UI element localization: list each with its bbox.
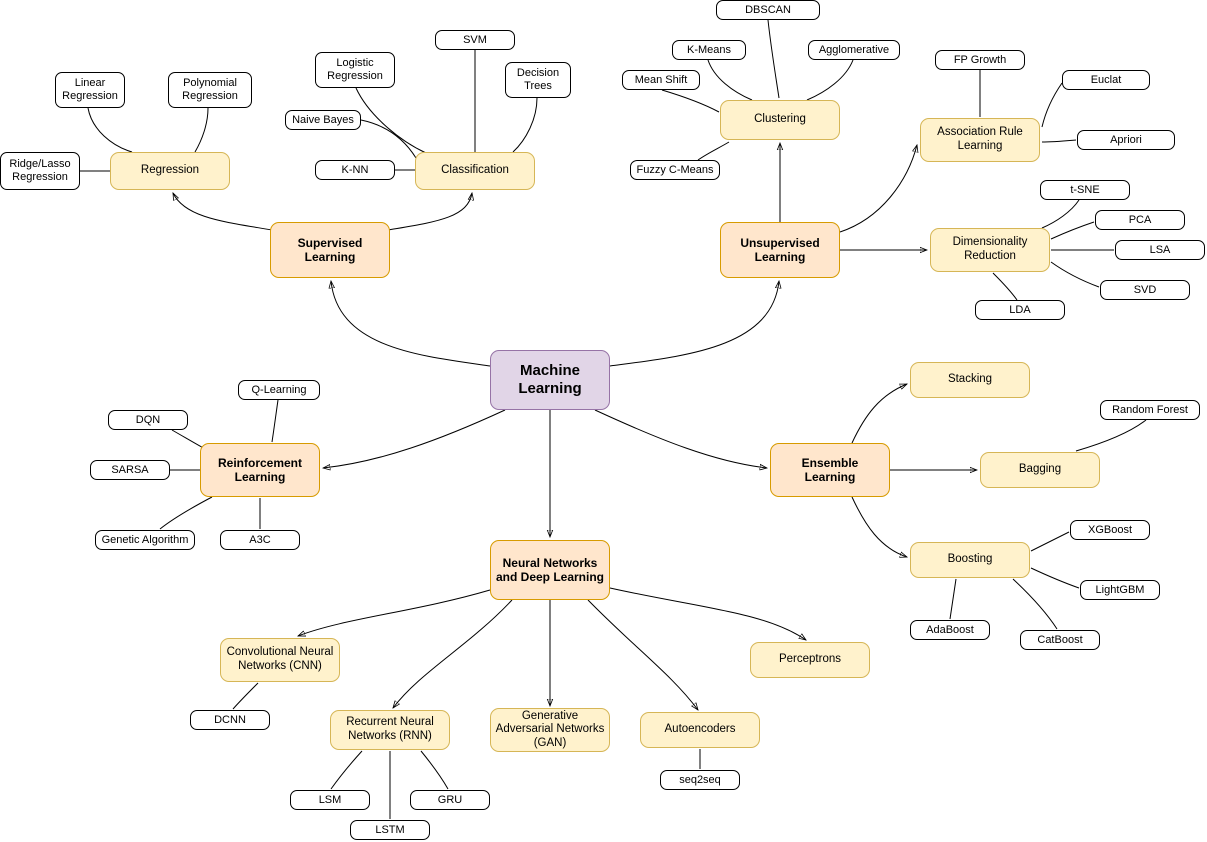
- node-tsne[interactable]: t-SNE: [1040, 180, 1130, 200]
- edge-ml-reinforcement: [323, 409, 506, 468]
- node-agglomerative[interactable]: Agglomerative: [808, 40, 900, 60]
- node-dbscan[interactable]: DBSCAN: [716, 0, 820, 20]
- node-seq2seq[interactable]: seq2seq: [660, 770, 740, 790]
- node-gru[interactable]: GRU: [410, 790, 490, 810]
- edge-classification-naivebayes: [360, 119, 417, 159]
- edge-ml-unsupervised: [609, 281, 779, 367]
- edge-classification-decisiontrees: [512, 97, 538, 153]
- edge-neural-cnn: [298, 589, 491, 637]
- node-genetic-algorithm[interactable]: Genetic Algorithm: [95, 530, 195, 550]
- edge-dimred-lda: [992, 272, 1018, 301]
- edge-dimred-tsne: [1041, 199, 1080, 229]
- node-regression[interactable]: Regression: [110, 152, 230, 190]
- edge-ensemble-boosting: [851, 496, 907, 557]
- node-apriori[interactable]: Apriori: [1077, 130, 1175, 150]
- node-clustering[interactable]: Clustering: [720, 100, 840, 140]
- edge-clustering-fuzzycmeans: [697, 141, 730, 161]
- edge-ensemble-stacking: [851, 383, 907, 444]
- node-cnn[interactable]: Convolutional Neural Networks (CNN): [220, 638, 340, 682]
- node-lsm[interactable]: LSM: [290, 790, 370, 810]
- edge-cnn-dcnn: [232, 682, 259, 710]
- node-lda[interactable]: LDA: [975, 300, 1065, 320]
- node-lightgbm[interactable]: LightGBM: [1080, 580, 1160, 600]
- node-svd[interactable]: SVD: [1100, 280, 1190, 300]
- node-autoencoders[interactable]: Autoencoders: [640, 712, 760, 748]
- node-dcnn[interactable]: DCNN: [190, 710, 270, 730]
- edge-boosting-catboost: [1012, 578, 1058, 630]
- node-random-forest[interactable]: Random Forest: [1100, 400, 1200, 420]
- edge-association-apriori: [1041, 139, 1077, 143]
- node-dimensionality-reduction[interactable]: Dimensionality Reduction: [930, 228, 1050, 272]
- node-classification[interactable]: Classification: [415, 152, 535, 190]
- node-boosting[interactable]: Boosting: [910, 542, 1030, 578]
- node-fp-growth[interactable]: FP Growth: [935, 50, 1025, 70]
- edge-clustering-agglomerative: [806, 59, 854, 101]
- node-stacking[interactable]: Stacking: [910, 362, 1030, 398]
- edge-supervised-classification: [387, 193, 472, 231]
- node-xgboost[interactable]: XGBoost: [1070, 520, 1150, 540]
- edge-unsupervised-association: [839, 145, 917, 233]
- edge-bagging-randomforest: [1075, 419, 1147, 452]
- node-pca[interactable]: PCA: [1095, 210, 1185, 230]
- node-ensemble-learning[interactable]: Ensemble Learning: [770, 443, 890, 497]
- node-supervised-learning[interactable]: Supervised Learning: [270, 222, 390, 278]
- edge-rnn-gru: [420, 750, 449, 790]
- node-polynomial-regression[interactable]: Polynomial Regression: [168, 72, 252, 108]
- node-knn[interactable]: K-NN: [315, 160, 395, 180]
- node-bagging[interactable]: Bagging: [980, 452, 1100, 488]
- node-euclat[interactable]: Euclat: [1062, 70, 1150, 90]
- edge-reinforcement-qlearning: [271, 399, 279, 443]
- edge-dimred-svd: [1050, 261, 1100, 288]
- node-svm[interactable]: SVM: [435, 30, 515, 50]
- node-perceptrons[interactable]: Perceptrons: [750, 642, 870, 678]
- edge-association-euclat: [1041, 82, 1063, 128]
- edge-dimred-pca: [1050, 221, 1095, 240]
- edge-rnn-lsm: [330, 750, 363, 790]
- node-association-rule-learning[interactable]: Association Rule Learning: [920, 118, 1040, 162]
- node-linear-regression[interactable]: Linear Regression: [55, 72, 125, 108]
- edge-boosting-xgboost: [1030, 531, 1070, 552]
- edge-ml-ensemble: [594, 409, 767, 468]
- node-unsupervised-learning[interactable]: Unsupervised Learning: [720, 222, 840, 278]
- node-dqn[interactable]: DQN: [108, 410, 188, 430]
- edge-classification-logistic: [355, 87, 427, 154]
- edge-boosting-adaboost: [949, 578, 957, 620]
- node-lsa[interactable]: LSA: [1115, 240, 1205, 260]
- edge-neural-perceptrons: [609, 587, 806, 640]
- node-catboost[interactable]: CatBoost: [1020, 630, 1100, 650]
- edge-supervised-regression: [173, 193, 273, 231]
- node-sarsa[interactable]: SARSA: [90, 460, 170, 480]
- node-logistic-regression[interactable]: Logistic Regression: [315, 52, 395, 88]
- node-ridge-lasso-regression[interactable]: Ridge/Lasso Regression: [0, 152, 80, 190]
- node-gan[interactable]: Generative Adversarial Networks (GAN): [490, 708, 610, 752]
- node-qlearning[interactable]: Q-Learning: [238, 380, 320, 400]
- node-lstm[interactable]: LSTM: [350, 820, 430, 840]
- node-rnn[interactable]: Recurrent Neural Networks (RNN): [330, 710, 450, 750]
- node-decision-trees[interactable]: Decision Trees: [505, 62, 571, 98]
- edge-neural-autoencoders: [587, 599, 698, 710]
- node-reinforcement-learning[interactable]: Reinforcement Learning: [200, 443, 320, 497]
- edge-clustering-kmeans: [707, 59, 753, 101]
- node-neural-networks[interactable]: Neural Networks and Deep Learning: [490, 540, 610, 600]
- edge-neural-rnn: [393, 599, 513, 708]
- node-a3c[interactable]: A3C: [220, 530, 300, 550]
- edge-regression-linear: [87, 107, 133, 153]
- node-kmeans[interactable]: K-Means: [672, 40, 746, 60]
- edge-boosting-lightgbm: [1030, 567, 1080, 589]
- node-fuzzy-c-means[interactable]: Fuzzy C-Means: [630, 160, 720, 180]
- edge-reinforcement-genetic: [159, 496, 213, 530]
- edge-clustering-dbscan: [767, 19, 780, 99]
- edge-regression-polynomial: [194, 107, 209, 153]
- node-adaboost[interactable]: AdaBoost: [910, 620, 990, 640]
- node-machine-learning[interactable]: Machine Learning: [490, 350, 610, 410]
- node-naive-bayes[interactable]: Naive Bayes: [285, 110, 361, 130]
- node-mean-shift[interactable]: Mean Shift: [622, 70, 700, 90]
- edge-ml-supervised: [331, 281, 491, 367]
- edge-clustering-meanshift: [661, 89, 720, 113]
